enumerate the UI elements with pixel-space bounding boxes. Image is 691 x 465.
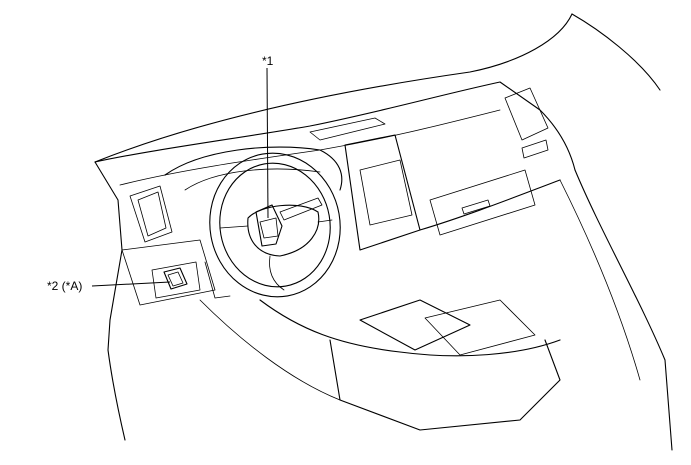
steering-spoke-right xyxy=(317,219,333,223)
center-stack-panel xyxy=(359,159,413,226)
steering-spoke-left xyxy=(219,225,249,229)
combination-switch-stalk xyxy=(279,197,323,221)
center-console xyxy=(359,299,471,351)
callout-label-2: *2 (*A) xyxy=(47,279,83,293)
left-air-vent xyxy=(129,185,173,243)
glove-box-handle xyxy=(461,199,491,215)
defroster-vent xyxy=(309,117,386,141)
leader-line-1 xyxy=(266,67,269,219)
instrument-cluster xyxy=(184,168,321,191)
switch-2-body xyxy=(163,267,188,290)
combination-switch-detail xyxy=(259,217,279,239)
right-door-inner xyxy=(559,179,641,381)
leader-line-2 xyxy=(91,281,171,287)
steering-wheel-rim xyxy=(209,152,341,298)
steering-hub xyxy=(247,204,320,257)
windshield-right-pillar xyxy=(571,13,661,91)
right-vent-slot xyxy=(521,139,549,159)
lower-console xyxy=(329,339,561,431)
switch-2-recess xyxy=(151,261,201,299)
pedal-area xyxy=(204,261,231,299)
floor-line xyxy=(199,299,341,401)
right-door-pillar xyxy=(574,169,673,451)
left-lower-panel xyxy=(121,239,216,306)
dashboard-top-contour xyxy=(94,81,576,171)
left-door-edge xyxy=(107,349,126,441)
callout-label-1: *1 xyxy=(262,54,274,68)
right-air-vent xyxy=(504,87,549,141)
steering-wheel-rim-inner xyxy=(219,162,331,288)
left-vent-inner xyxy=(137,191,167,237)
combination-switch xyxy=(255,204,283,247)
steering-spoke-bottom xyxy=(269,255,285,291)
console-armrest xyxy=(424,299,536,356)
switch-2-face xyxy=(167,271,184,287)
glove-box xyxy=(429,169,536,236)
windshield-top-edge xyxy=(94,13,573,163)
instrument-hood xyxy=(164,146,343,191)
floor-tunnel xyxy=(259,299,561,357)
